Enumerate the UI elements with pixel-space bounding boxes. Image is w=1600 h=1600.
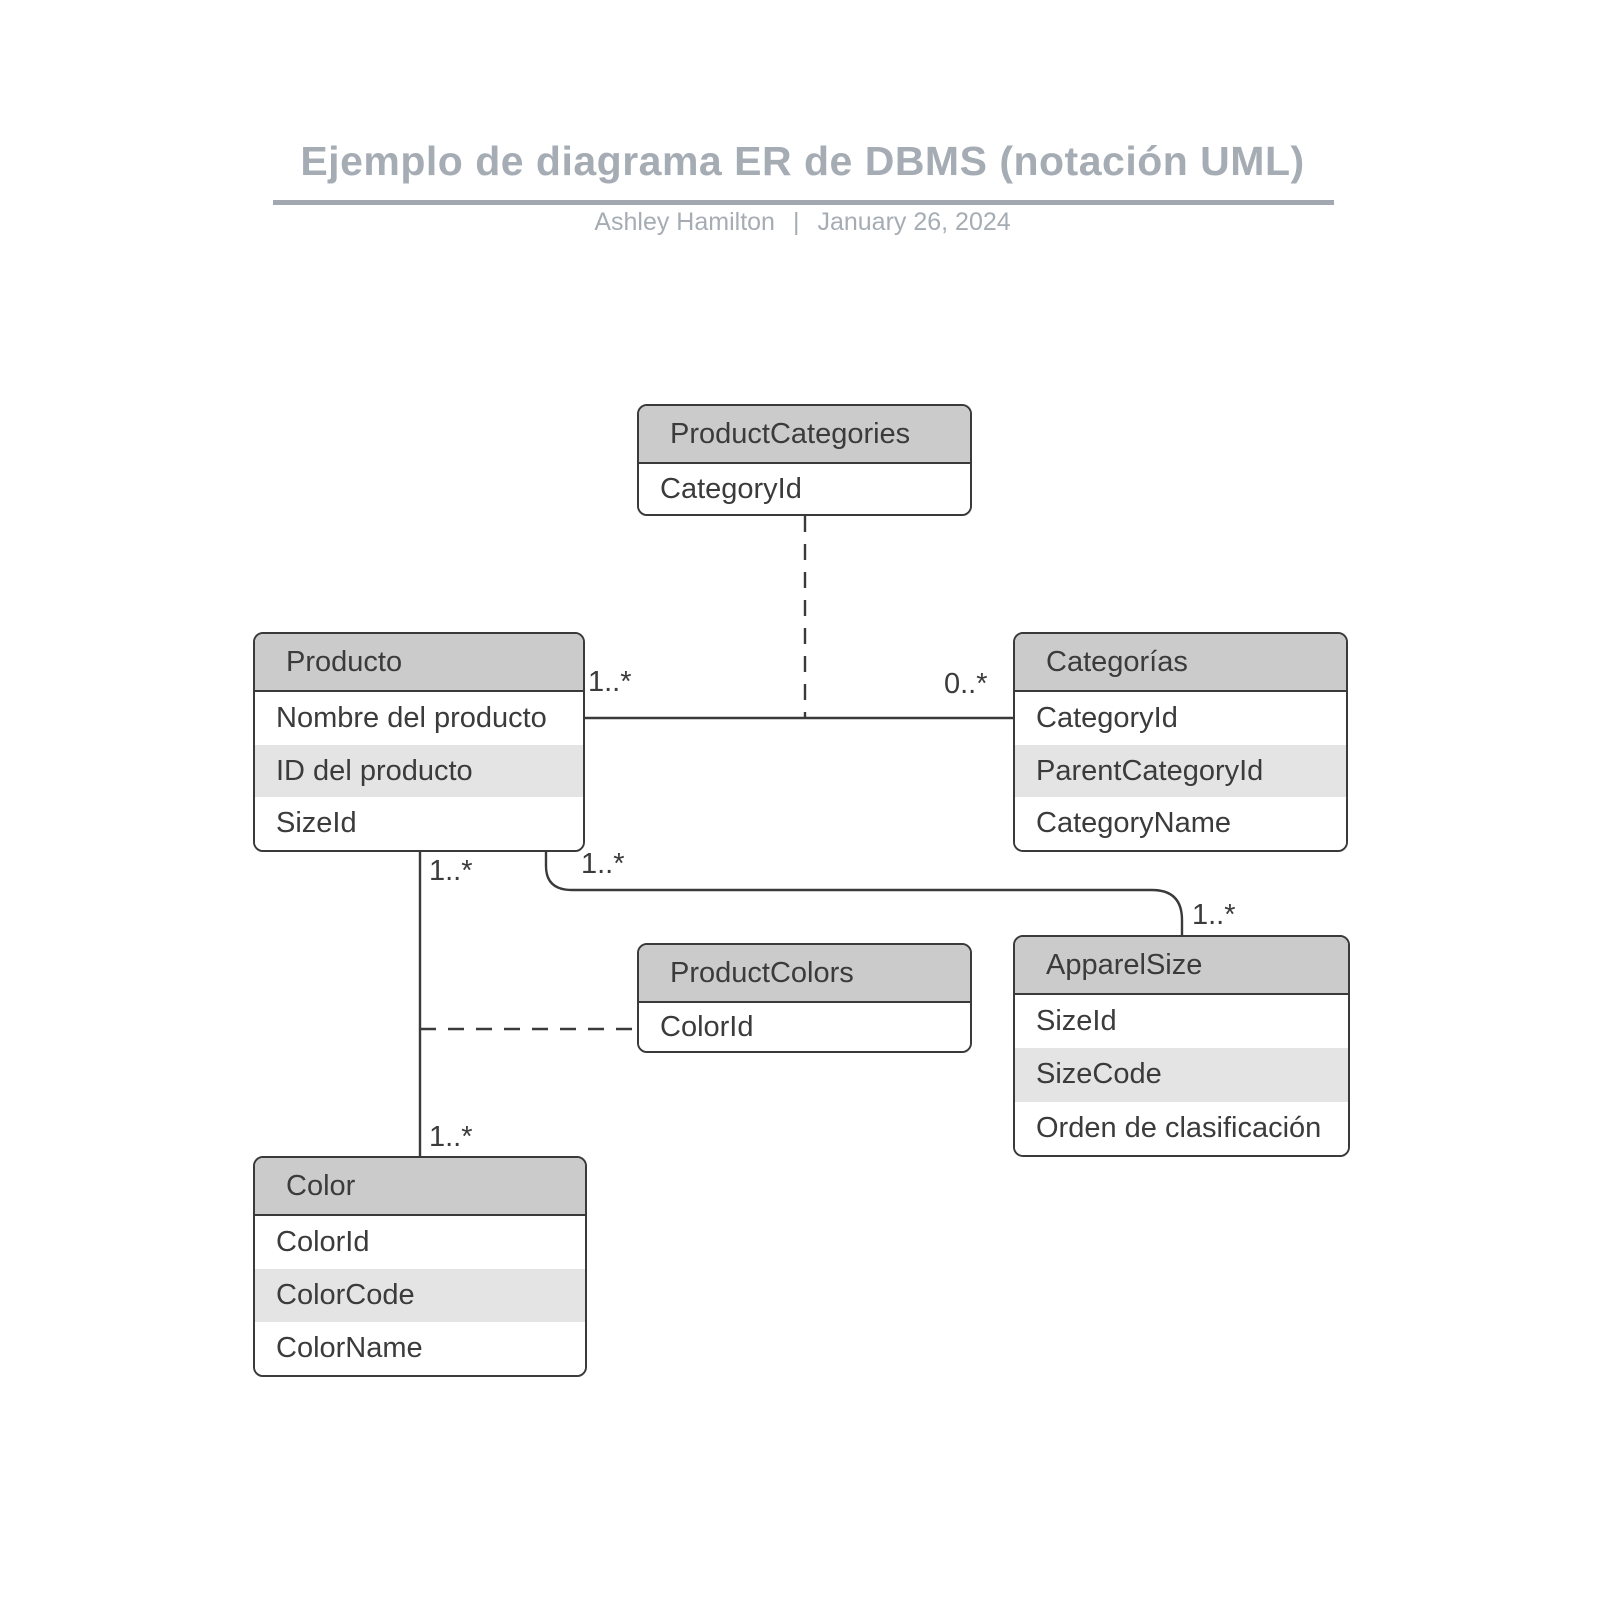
subtitle: Ashley Hamilton | January 26, 2024	[0, 208, 1600, 237]
entity-color[interactable]: Color ColorId ColorCode ColorName	[253, 1156, 587, 1377]
page-title: Ejemplo de diagrama ER de DBMS (notación…	[300, 138, 1305, 184]
entity-header: ProductCategories	[639, 406, 970, 464]
entity-title: ProductCategories	[670, 417, 911, 450]
entity-field: CategoryId	[639, 464, 970, 514]
multiplicity-label: 1..*	[1192, 899, 1236, 931]
entity-field: SizeCode	[1015, 1048, 1348, 1102]
author-name: Ashley Hamilton	[594, 208, 775, 236]
entity-field: Nombre del producto	[255, 692, 583, 745]
entity-title: Categorías	[1046, 645, 1188, 678]
entity-productcolors[interactable]: ProductColors ColorId	[637, 943, 972, 1053]
multiplicity-label: 1..*	[429, 1121, 473, 1153]
entity-header: ApparelSize	[1015, 937, 1348, 995]
entity-field: ColorName	[255, 1322, 585, 1375]
connector-producto-apparelsize	[544, 852, 1184, 935]
entity-field: SizeId	[255, 797, 583, 850]
entity-title: ApparelSize	[1046, 948, 1203, 981]
entity-title: Producto	[286, 645, 403, 678]
entity-apparelsize[interactable]: ApparelSize SizeId SizeCode Orden de cla…	[1013, 935, 1350, 1157]
title-block: Ejemplo de diagrama ER de DBMS (notación…	[0, 138, 1600, 185]
date-text: January 26, 2024	[817, 208, 1011, 236]
entity-productcategories[interactable]: ProductCategories CategoryId	[637, 404, 972, 516]
entity-field: ColorId	[255, 1216, 585, 1269]
title-underline	[273, 200, 1334, 205]
entity-categorias[interactable]: Categorías CategoryId ParentCategoryId C…	[1013, 632, 1348, 852]
multiplicity-label: 1..*	[588, 666, 632, 698]
entity-title: Color	[286, 1169, 356, 1202]
entity-header: Producto	[255, 634, 583, 692]
entity-producto[interactable]: Producto Nombre del producto ID del prod…	[253, 632, 585, 852]
entity-field: ID del producto	[255, 744, 583, 798]
subtitle-separator: |	[792, 208, 800, 236]
multiplicity-label: 1..*	[429, 855, 473, 887]
entity-field: SizeId	[1015, 995, 1348, 1049]
entity-field: CategoryName	[1015, 797, 1346, 850]
entity-field: ColorId	[639, 1003, 970, 1051]
entity-header: ProductColors	[639, 945, 970, 1003]
entity-field: CategoryId	[1015, 692, 1346, 745]
entity-field: ParentCategoryId	[1015, 744, 1346, 798]
multiplicity-label: 1..*	[581, 848, 625, 880]
entity-field: Orden de clasificación	[1015, 1101, 1348, 1155]
entity-title: ProductColors	[670, 956, 854, 989]
entity-header: Color	[255, 1158, 585, 1216]
multiplicity-label: 0..*	[944, 668, 988, 700]
entity-header: Categorías	[1015, 634, 1346, 692]
entity-field: ColorCode	[255, 1269, 585, 1322]
